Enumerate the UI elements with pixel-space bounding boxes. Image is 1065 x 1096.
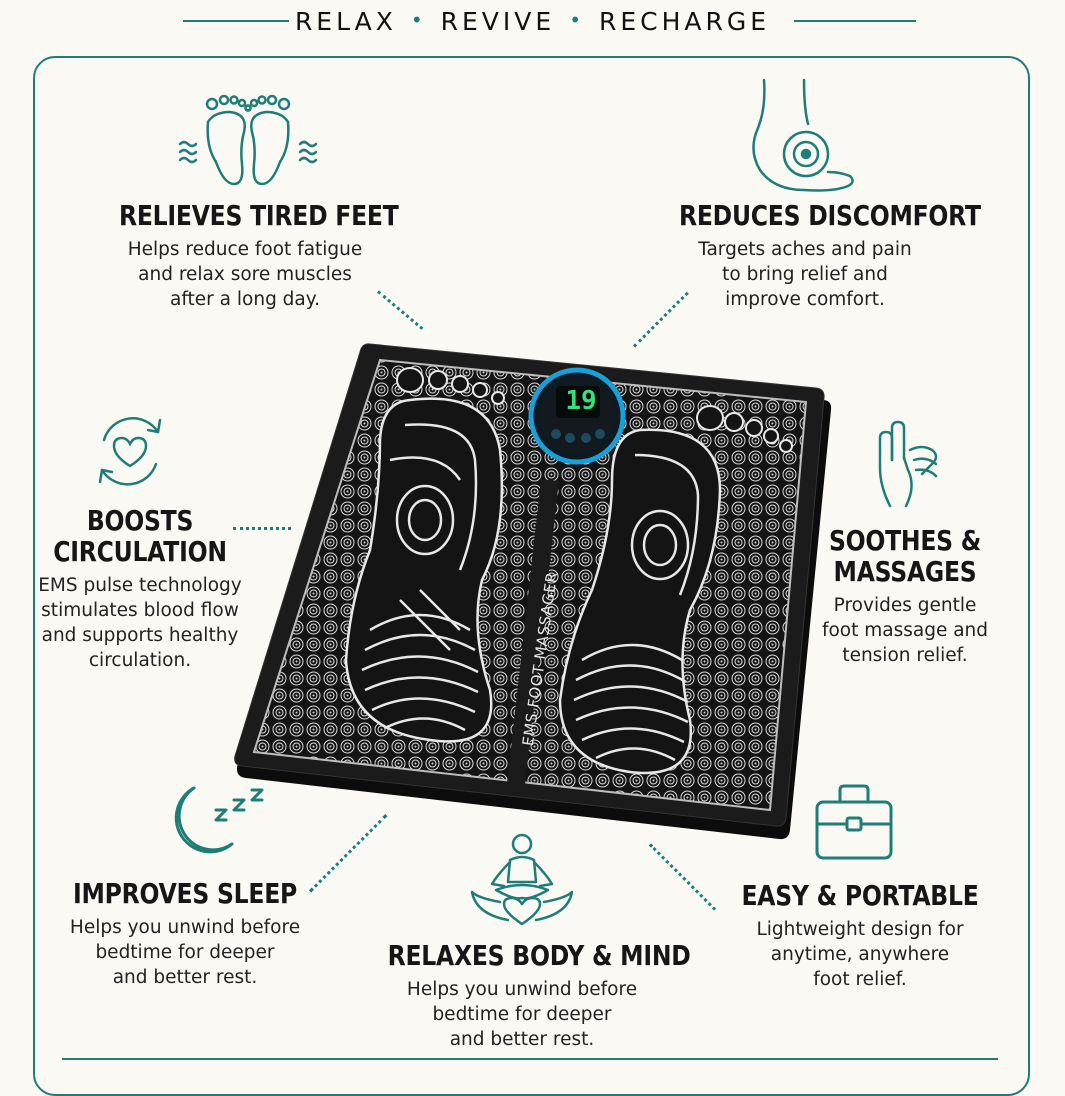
tagline-rule-left (183, 20, 289, 22)
feature-desc: Provides gentle foot massage and tension… (821, 595, 989, 666)
feature-relieves-tired-feet: RELIEVES TIRED FEET Helps reduce foot fa… (95, 199, 399, 312)
connector-circulation (233, 527, 291, 530)
feature-title: IMPROVES SLEEP (72, 877, 298, 910)
feature-desc: Targets aches and pain to bring relief a… (698, 239, 912, 310)
feature-desc: Helps you unwind before bedtime for deep… (69, 917, 301, 988)
feature-easy-portable: EASY & PORTABLE Lightweight design for a… (710, 880, 1010, 992)
feature-desc: Helps reduce foot fatigue and relax sore… (127, 239, 363, 310)
feature-desc: Lightweight design for anytime, anywhere… (756, 919, 964, 990)
feature-desc: EMS pulse technology stimulates blood fl… (38, 575, 242, 671)
feature-improves-sleep: IMPROVES SLEEP Helps you unwind before b… (35, 878, 335, 990)
tagline-rule-right (794, 20, 916, 22)
controller-display: 19 (559, 384, 603, 418)
feature-title: SOOTHES & MASSAGES (828, 524, 982, 588)
tagline-word-recharge: RECHARGE (598, 7, 771, 36)
feature-soothes-massages: SOOTHES & MASSAGES Provides gentle foot … (800, 525, 1010, 668)
feature-title: REDUCES DISCOMFORT (679, 199, 981, 232)
tagline-word-relax: RELAX (294, 7, 397, 36)
feature-title: RELIEVES TIRED FEET (119, 199, 399, 232)
tagline: RELAX • REVIVE • RECHARGE (0, 6, 1065, 39)
feature-desc: Helps you unwind before bedtime for deep… (406, 979, 638, 1050)
feature-title: EASY & PORTABLE (741, 879, 979, 912)
tagline-dot: • (569, 8, 585, 32)
bottom-rule (62, 1058, 998, 1060)
feature-reduces-discomfort: REDUCES DISCOMFORT Targets aches and pai… (655, 199, 981, 312)
moon-zzz-icon (160, 782, 268, 864)
feature-relaxes-body-mind: RELAXES BODY & MIND Helps you unwind bef… (362, 939, 691, 1052)
meditation-icon (470, 832, 574, 928)
feature-title: RELAXES BODY & MIND (387, 939, 691, 972)
tagline-dot: • (410, 8, 427, 32)
briefcase-icon (814, 782, 894, 862)
massage-hands-icon (870, 420, 942, 508)
feature-title: BOOSTS CIRCULATION (53, 504, 227, 568)
footprints-icon (178, 92, 318, 192)
foot-massager-mat (220, 330, 860, 850)
feature-boosts-circulation: BOOSTS CIRCULATION EMS pulse technology … (30, 505, 250, 673)
display-value: 19 (565, 386, 597, 416)
tagline-word-revive: REVIVE (440, 7, 556, 36)
heel-pain-icon (744, 78, 859, 196)
heart-cycle-icon (92, 412, 168, 490)
